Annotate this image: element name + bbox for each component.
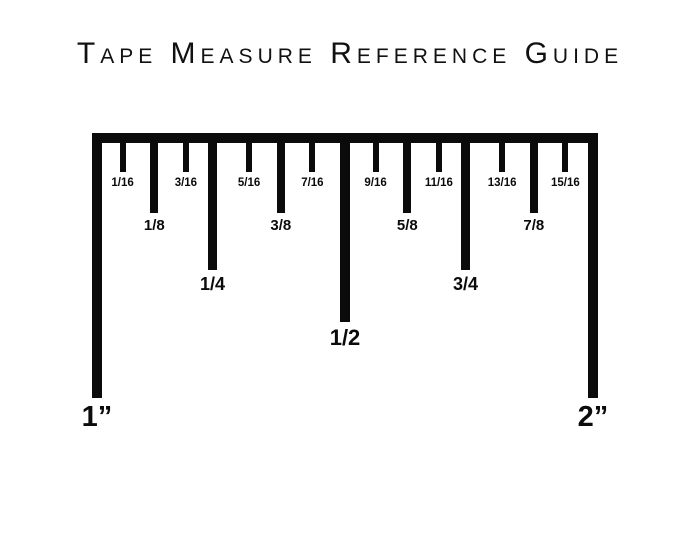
tick-inch-end	[588, 133, 598, 398]
tick-label-inch-end: 2”	[577, 401, 609, 433]
tick-one-quarter	[208, 133, 217, 270]
tick-label-one-eighth: 1/8	[143, 217, 165, 234]
tick-seven-sixteenths	[309, 133, 316, 172]
tick-label-one-sixteenth: 1/16	[111, 177, 134, 189]
tick-inch-start	[92, 133, 102, 398]
tick-three-eighths	[276, 133, 285, 213]
tick-label-three-eighths: 3/8	[270, 217, 292, 234]
tick-three-sixteenths	[182, 133, 189, 172]
tick-one-half	[340, 133, 350, 322]
tick-thirteen-sixteenths	[499, 133, 506, 172]
tick-seven-eighths	[529, 133, 538, 213]
tick-label-three-sixteenths: 3/16	[174, 177, 198, 189]
tick-label-fifteen-sixteenths: 15/16	[551, 177, 580, 189]
tick-fifteen-sixteenths	[562, 133, 569, 172]
tick-eleven-sixteenths	[435, 133, 442, 172]
page-title: Tape Measure Reference Guide	[76, 37, 624, 70]
tick-label-seven-eighths: 7/8	[523, 217, 545, 234]
tick-label-five-sixteenths: 5/16	[237, 177, 261, 189]
tick-label-thirteen-sixteenths: 13/16	[487, 177, 517, 189]
tick-one-eighth	[150, 133, 159, 213]
tick-label-one-half: 1/2	[329, 325, 361, 350]
tick-one-sixteenth	[119, 133, 126, 172]
tick-label-eleven-sixteenths: 11/16	[424, 177, 453, 189]
tick-label-nine-sixteenths: 9/16	[364, 177, 387, 189]
tick-label-inch-start: 1”	[81, 401, 113, 433]
tick-label-three-quarters: 3/4	[452, 274, 479, 294]
tick-nine-sixteenths	[372, 133, 379, 172]
tick-label-one-quarter: 1/4	[199, 274, 226, 294]
tick-label-five-eighths: 5/8	[396, 217, 418, 234]
tick-five-eighths	[403, 133, 412, 213]
tick-three-quarters	[461, 133, 470, 270]
tick-label-seven-sixteenths: 7/16	[301, 177, 324, 189]
tick-five-sixteenths	[246, 133, 253, 172]
